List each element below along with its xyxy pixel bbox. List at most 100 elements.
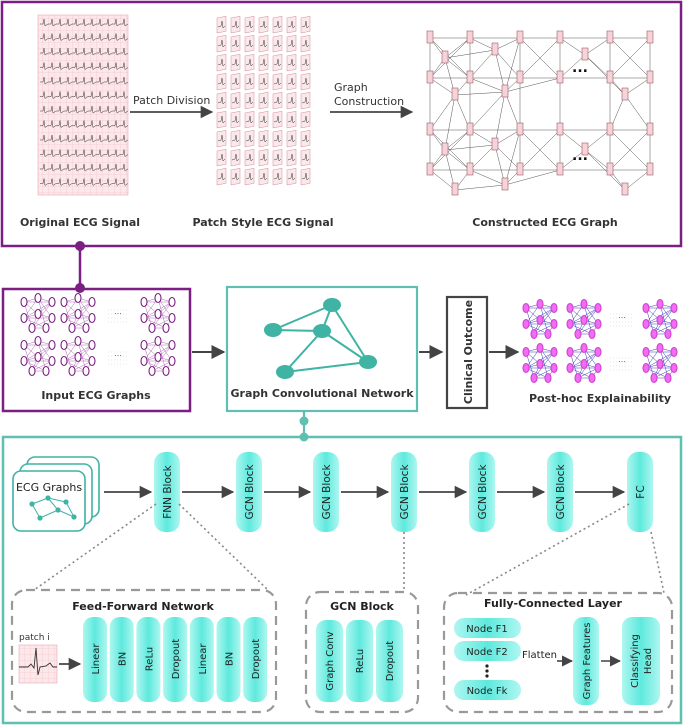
graph-node (441, 50, 449, 64)
bottom-panel (1, 435, 683, 725)
fc-nodes: Node F1 Node F2 Node Fk (454, 618, 521, 700)
graph-edge (429, 169, 456, 191)
ecg-patch (244, 130, 255, 148)
graph-node (466, 122, 474, 136)
graph-edge (559, 37, 586, 56)
graph-edge (469, 37, 496, 51)
gcn-block-layer: Graph Conv (316, 620, 343, 702)
posthoc-graph-cluster (642, 298, 678, 340)
node-f2-label: Node F2 (466, 647, 507, 658)
ffn-layer: Dropout (163, 617, 188, 702)
ecg-patch (286, 168, 297, 186)
graph-node (466, 162, 474, 176)
ecg-patch (258, 92, 269, 110)
fc-detail-box (442, 591, 674, 714)
input-graph-cluster (20, 292, 56, 334)
clinical-outcome-label: Clinical Outcome (462, 300, 475, 404)
ecg-patch (244, 35, 255, 53)
fnn-block: FNN Block (154, 452, 180, 532)
graph-node (501, 177, 509, 191)
graph-node (556, 70, 564, 84)
input-ecg-graphs-illustration: ...... (20, 292, 176, 377)
gcn-block-1-label: GCN Block (244, 464, 256, 520)
posthoc-graph-cluster (566, 298, 602, 340)
graph-edge (454, 184, 506, 191)
ffn-layer: ReLu (136, 617, 161, 702)
ecg-patch (286, 73, 297, 91)
graph-node (606, 162, 614, 176)
ffn-layer-label: Dropout (251, 639, 262, 680)
graph-node (646, 30, 654, 44)
ecg-patch (286, 16, 297, 34)
gcn-detail-box (304, 590, 420, 714)
ecg-patch (230, 92, 241, 110)
ecg-patch (244, 54, 255, 72)
graph-edge (584, 149, 611, 171)
ecg-patch (286, 54, 297, 72)
ecg-patch (216, 130, 227, 148)
ecg-patch (230, 73, 241, 91)
ecg-patch (300, 149, 311, 167)
input-graph-cluster (60, 335, 96, 377)
gcn-block-layer: ReLu (346, 620, 373, 702)
input-graphs-label: Input ECG Graphs (41, 389, 151, 402)
graph-edge (624, 169, 651, 191)
zoom-line-fc-right (650, 531, 665, 594)
gcn-block-5: GCN Block (547, 452, 573, 532)
fc-title: Fully-Connected Layer (484, 597, 622, 610)
graph-construction-label-1: Graph (334, 81, 368, 94)
gcn-block-3-label: GCN Block (399, 464, 411, 520)
ecg-patch (258, 16, 269, 34)
ecg-patch (258, 73, 269, 91)
graph-edge (624, 94, 651, 131)
ecg-patch (286, 92, 297, 110)
ffn-layer-label: Linear (198, 643, 209, 675)
ecg-patch (216, 16, 227, 34)
svg-text:...: ... (618, 355, 626, 364)
ffn-detail-box (10, 588, 278, 714)
gcn-block-layer: Dropout (376, 620, 403, 702)
ecg-patch (230, 111, 241, 129)
ecg-patch (216, 92, 227, 110)
classifying-head-label-1: Classifying (630, 634, 641, 688)
gcn-block-2: GCN Block (313, 452, 339, 532)
patch-division-label: Patch Division (133, 94, 210, 107)
graph-edge (504, 129, 521, 186)
ecg-patch (230, 54, 241, 72)
ecg-patch (272, 73, 283, 91)
original-ecg-signal (37, 14, 129, 196)
fc-block-label: FC (635, 485, 647, 498)
node-fk (454, 680, 521, 700)
node-f1 (454, 618, 521, 638)
ecg-patch (300, 92, 311, 110)
graph-edge (469, 49, 496, 79)
graph-node (516, 30, 524, 44)
graph-node (501, 84, 509, 98)
posthoc-label: Post-hoc Explainability (529, 392, 671, 405)
ffn-layer-label: Dropout (171, 639, 182, 680)
graph-edge (494, 129, 521, 146)
ecg-patch (230, 168, 241, 186)
gcn-block-2-label: GCN Block (321, 464, 333, 520)
graph-edge (469, 91, 506, 131)
ffn-layer-label: BN (225, 652, 236, 666)
graph-node (426, 30, 434, 44)
ecg-patch (244, 16, 255, 34)
graph-node (516, 162, 524, 176)
ecg-patch (300, 130, 311, 148)
graph-node (621, 182, 629, 196)
posthoc-graph-cluster (566, 342, 602, 384)
ecg-patch (244, 73, 255, 91)
graph-edge (494, 37, 521, 51)
graph-node (491, 137, 499, 151)
graph-node (451, 182, 459, 196)
ffn-title: Feed-Forward Network (72, 600, 214, 613)
fnn-block-label: FNN Block (162, 464, 174, 518)
graph-edge (444, 144, 496, 151)
classifying-head-label-2: Head (643, 648, 654, 674)
ecg-patch (272, 16, 283, 34)
svg-text:...: ... (114, 307, 122, 316)
